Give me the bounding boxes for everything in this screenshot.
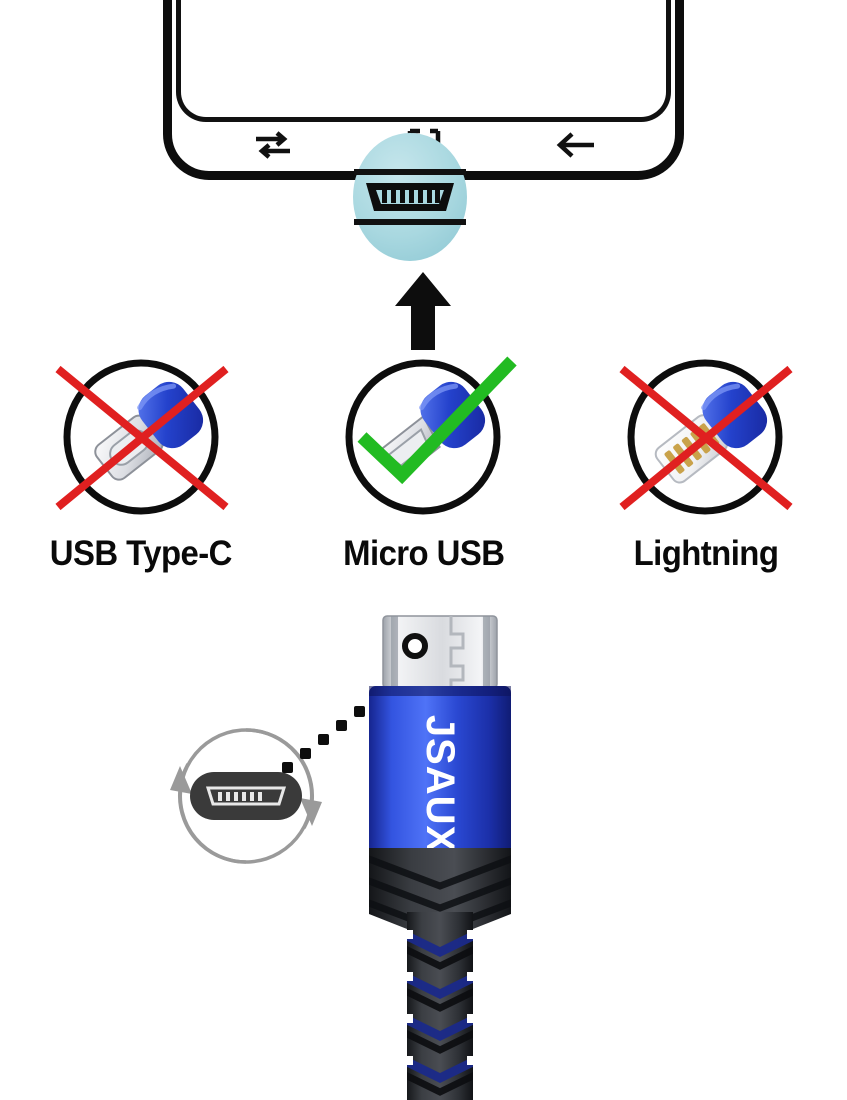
incompatible-cross-icon: [619, 365, 793, 511]
lightning-badge: [598, 355, 813, 530]
usb-type-c-badge: [34, 355, 249, 530]
micro-usb-plug-tip: [382, 615, 498, 689]
badge-circle: [627, 359, 783, 515]
compatibility-label: Micro USB: [342, 534, 505, 573]
brand-logo: JSAUX: [418, 715, 462, 853]
nav-button-recent-apps[interactable]: [246, 120, 300, 170]
port-magnifier: [352, 133, 468, 261]
brand-logo-text: JSAUX: [418, 715, 462, 853]
upward-connect-arrow: [393, 272, 453, 350]
strain-relief-boot: [369, 848, 511, 942]
compatibility-row: USB Type-C: [0, 355, 847, 605]
badge-circle: [63, 359, 219, 515]
rotation-arrowhead-up: [300, 798, 322, 826]
micro-usb-port-shape: [366, 183, 454, 211]
compatibility-label: USB Type-C: [50, 534, 233, 573]
braided-cable: [407, 912, 473, 1100]
micro-usb-port-icon: [190, 772, 302, 820]
recent-apps-icon: [250, 127, 296, 163]
compatibility-item-usb-type-c: USB Type-C: [0, 355, 282, 605]
nav-button-back[interactable]: [548, 120, 602, 170]
connector-housing: [369, 686, 511, 864]
incompatible-cross-icon: [55, 365, 229, 511]
compatibility-label: Lightning: [633, 534, 779, 573]
reversible-port-callout: [158, 718, 334, 874]
jsaux-micro-usb-cable: JSAUX: [355, 612, 525, 1100]
rotation-arrowhead-down: [170, 766, 192, 794]
back-arrow-icon: [552, 128, 598, 162]
badge-circle: [345, 359, 501, 515]
rotation-arrow-icon: [177, 728, 315, 864]
phone-screen-bezel: [176, 0, 671, 122]
micro-usb-badge: [316, 355, 531, 530]
compatibility-item-micro-usb: Micro USB: [282, 355, 564, 605]
compatible-check-icon: [357, 356, 517, 485]
compatibility-item-lightning: Lightning: [565, 355, 847, 605]
